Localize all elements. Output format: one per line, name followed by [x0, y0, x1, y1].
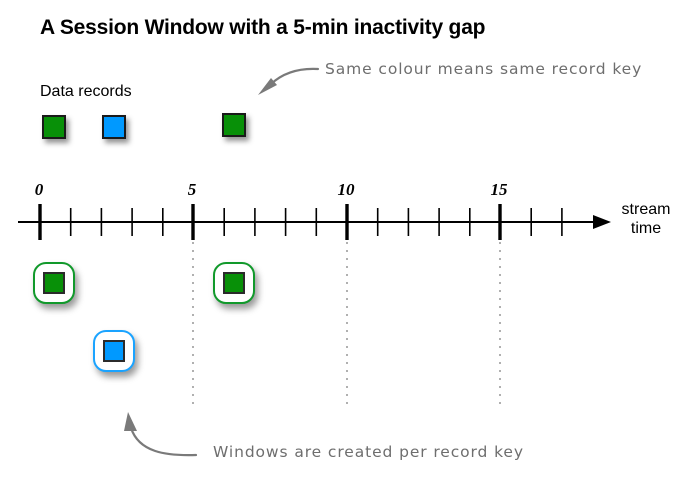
axis-tick-label-5: 5 — [188, 180, 197, 199]
annotation-windows-per-key: Windows are created per record key — [213, 443, 524, 461]
record-green-2 — [222, 113, 246, 137]
page-title: A Session Window with a 5-min inactivity… — [40, 16, 486, 39]
record-green-1 — [42, 115, 66, 139]
window-record-square — [103, 340, 125, 362]
annotation-same-colour: Same colour means same record key — [325, 60, 643, 78]
axis-tick-label-10: 10 — [338, 180, 356, 199]
arrow-top — [258, 67, 320, 95]
window-record-square — [43, 272, 65, 294]
axis-tick-label-15: 15 — [491, 180, 509, 199]
data-records-label: Data records — [40, 83, 132, 100]
window-blue-1 — [93, 330, 135, 372]
arrow-bottom — [124, 412, 198, 457]
window-green-1 — [33, 262, 75, 304]
window-record-square — [223, 272, 245, 294]
axis-label-line-1: stream — [621, 201, 671, 218]
axis-tick-label-0: 0 — [35, 180, 44, 199]
window-green-2 — [213, 262, 255, 304]
record-blue-1 — [102, 115, 126, 139]
axis-label-stream-time: stream time — [608, 200, 684, 238]
axis-label-line-2: time — [630, 220, 662, 237]
